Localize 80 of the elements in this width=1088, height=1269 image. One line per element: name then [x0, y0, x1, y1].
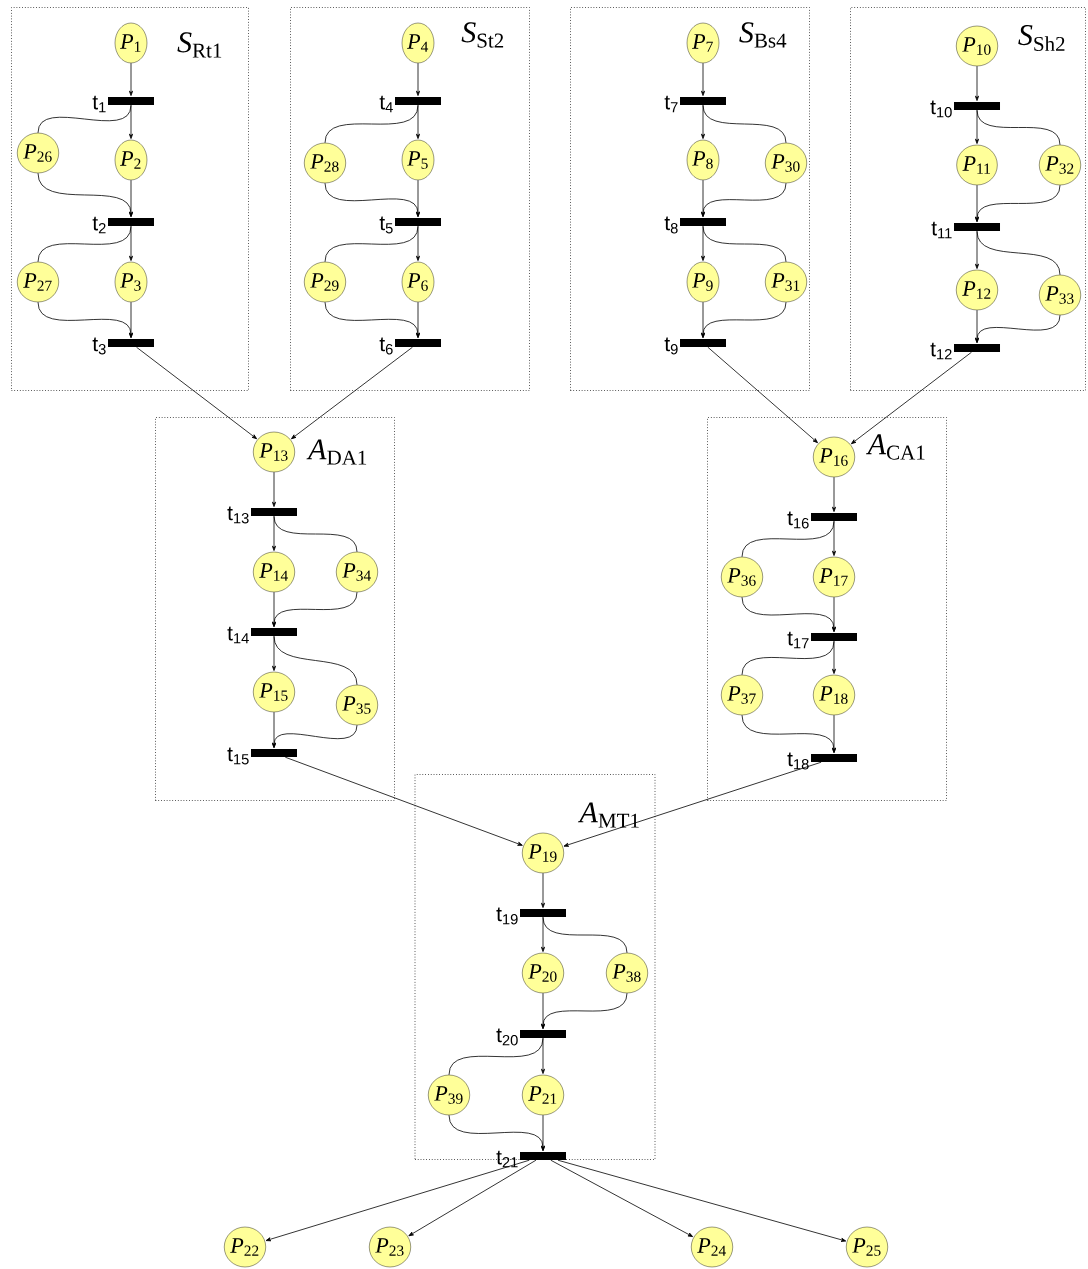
arc-arrow [563, 761, 822, 847]
arc-line [324, 225, 419, 263]
box-title: A$_{MT1}$ [577, 802, 639, 828]
transition-label: t$_{15}$ [227, 747, 249, 765]
box-title: S$_{St2}$ [461, 22, 504, 48]
arc-arrow [272, 591, 276, 627]
arc-line [702, 225, 787, 263]
arc-arrow [832, 640, 836, 674]
arc-line [324, 104, 419, 144]
arc-arrow [832, 476, 836, 512]
arc-arrow [272, 711, 276, 748]
arc-arrow [265, 1159, 530, 1242]
arc-arrow [408, 1159, 537, 1237]
box-title: A$_{DA1}$ [306, 439, 367, 465]
transition-label: t$_{18}$ [787, 752, 809, 770]
arc-arrow [284, 756, 523, 846]
transition-label: t$_{7}$ [664, 95, 678, 113]
arc-arrow [701, 62, 705, 96]
transition-label: t$_{3}$ [92, 337, 106, 355]
transition-label: t$_{6}$ [379, 337, 393, 355]
transition-label: t$_{13}$ [227, 506, 249, 524]
arc-arrow [416, 104, 420, 139]
arc-arrow [129, 225, 133, 261]
arc-arrow [975, 184, 979, 222]
arc-arrow [541, 1037, 545, 1074]
arc-arrow [701, 179, 705, 217]
arc-line [741, 640, 835, 676]
box-title: A$_{CA1}$ [866, 434, 925, 460]
arc-line [37, 225, 132, 263]
arc-arrow [416, 225, 420, 261]
arc-arrow [707, 346, 818, 444]
arc-arrow [416, 62, 420, 96]
transition-label: t$_{11}$ [931, 221, 952, 239]
box-title: S$_{Sh2}$ [1018, 24, 1065, 52]
transition-label: t$_{5}$ [379, 216, 393, 234]
arc-arrow [272, 471, 276, 507]
transition-label: t$_{19}$ [496, 907, 518, 925]
arc-arrow [129, 62, 133, 96]
arc-arrow [701, 301, 705, 338]
arc-arrow [416, 179, 420, 217]
transition-label: t$_{10}$ [930, 100, 952, 118]
transition-label: t$_{14}$ [227, 626, 249, 644]
arc-arrow [136, 346, 258, 440]
arc-arrow [975, 65, 979, 102]
transition-label: t$_{1}$ [92, 95, 106, 113]
arc-arrow [832, 520, 836, 556]
arc-line [741, 520, 835, 558]
arc-line [976, 109, 1061, 146]
arc-arrow [541, 992, 545, 1029]
arc-arrow [541, 1114, 545, 1151]
transition-label: t$_{16}$ [787, 511, 809, 529]
arc-line [976, 230, 1061, 276]
transition-label: t$_{21}$ [496, 1150, 518, 1168]
arc-line [37, 104, 132, 134]
arc-arrow [832, 596, 836, 632]
arc-arrow [129, 301, 133, 338]
arc-arrow [416, 301, 420, 338]
arc-arrow [557, 1159, 847, 1242]
arc-line [542, 916, 628, 954]
arc-arrow [550, 1159, 694, 1237]
box-title: S$_{Bs4}$ [739, 22, 787, 48]
box-title: S$_{Rt1}$ [177, 32, 222, 58]
transition-label: t$_{17}$ [787, 631, 809, 649]
transition-label: t$_{2}$ [92, 216, 106, 234]
arc-line [448, 1037, 544, 1076]
arc-arrow [851, 351, 972, 445]
arc-arrow [541, 872, 545, 908]
arc-arrow [291, 346, 413, 440]
arc-line [273, 515, 358, 553]
transition-label: t$_{9}$ [664, 337, 678, 355]
transition-label: t$_{4}$ [379, 95, 393, 113]
arc-line [702, 104, 787, 144]
transition-label: t$_{12}$ [930, 342, 952, 360]
arc-arrow [832, 714, 836, 753]
arc-arrow [129, 104, 133, 139]
arc-line [273, 635, 358, 686]
arc-arrow [129, 179, 133, 217]
arc-arrow [975, 309, 979, 343]
transition-label: t$_{20}$ [496, 1028, 518, 1046]
transition-label: t$_{8}$ [664, 216, 678, 234]
